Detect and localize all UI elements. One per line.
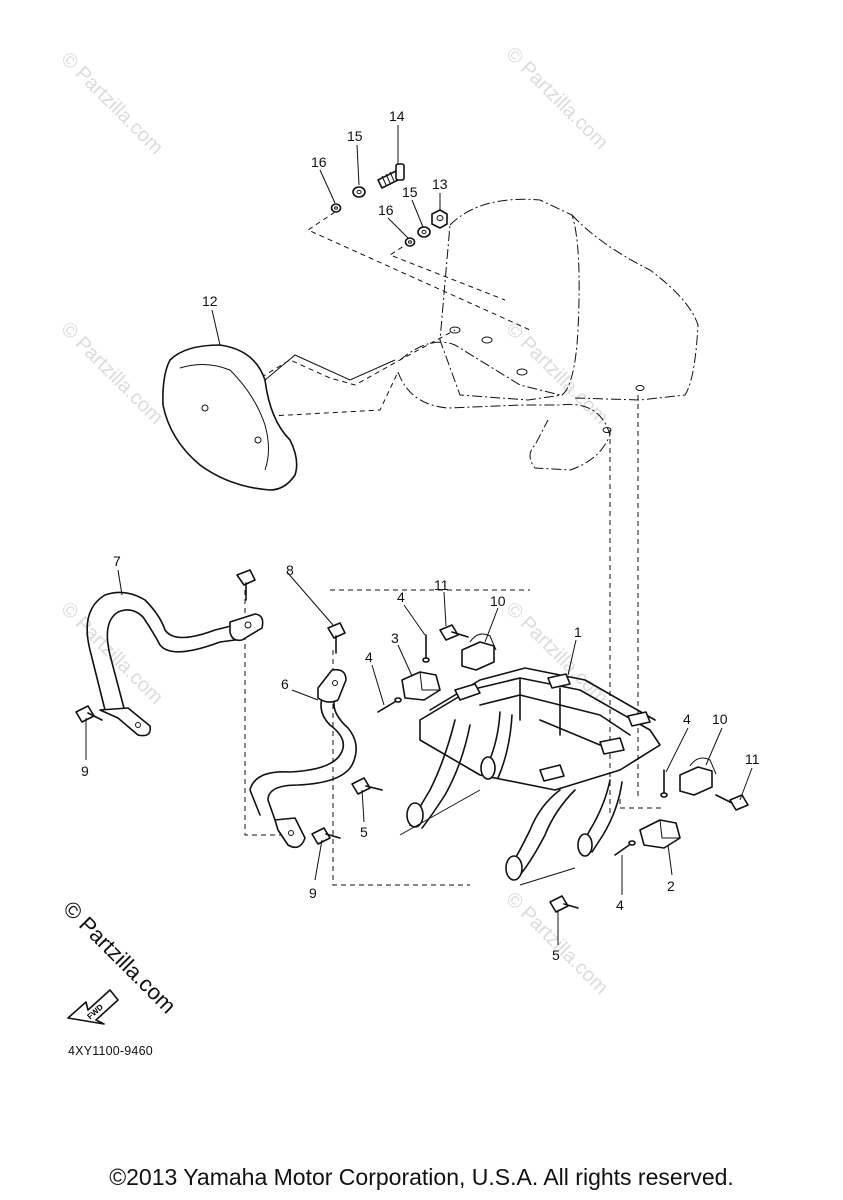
callout-5: 5 [552, 947, 560, 963]
watermark: © Partzilla.com [56, 318, 167, 429]
top-hardware [330, 163, 448, 247]
callout-14: 14 [389, 108, 405, 124]
rear-frame [399, 667, 661, 886]
watermark: © Partzilla.com [56, 48, 167, 159]
buffers [439, 624, 749, 811]
callout-11: 11 [434, 577, 449, 593]
callout-4: 4 [397, 589, 405, 605]
callout-16: 16 [311, 154, 327, 170]
copyright-notice: ©2013 Yamaha Motor Corporation, U.S.A. A… [109, 1164, 734, 1190]
callout-13: 13 [432, 176, 448, 192]
diagram-code: 4XY1100-9460 [68, 1044, 153, 1058]
callout-8: 8 [286, 562, 294, 578]
callout-12: 12 [202, 293, 218, 309]
watermark: © Partzilla.com [56, 598, 167, 709]
callout-3: 3 [391, 630, 399, 646]
callout-9: 9 [81, 763, 89, 779]
side-bar [249, 668, 357, 849]
callout-10: 10 [712, 711, 728, 727]
callout-15: 15 [347, 128, 363, 144]
watermark: © Partzilla.com [501, 318, 612, 429]
partzilla-logo-text: © Partzilla.com [58, 900, 181, 1018]
bolts-8 [236, 569, 346, 654]
callout-5: 5 [360, 824, 368, 840]
callout-10: 10 [490, 593, 506, 609]
callout-2: 2 [667, 878, 675, 894]
fwd-arrow: FWD [67, 989, 119, 1025]
rivets [377, 634, 668, 856]
watermark-layer: © Partzilla.com © Partzilla.com © Partzi… [56, 43, 612, 999]
callout-1: 1 [574, 624, 582, 640]
backrest [397, 198, 699, 471]
watermark: © Partzilla.com [501, 598, 612, 709]
callout-numbers: 14 15 16 13 15 16 12 7 8 11 10 4 3 4 1 6… [81, 108, 760, 963]
callout-4: 4 [616, 897, 624, 913]
bolts-5 [351, 777, 579, 913]
brackets [401, 671, 681, 849]
callout-7: 7 [113, 553, 121, 569]
callout-4: 4 [683, 711, 691, 727]
watermark: © Partzilla.com [501, 43, 612, 154]
callout-9: 9 [309, 885, 317, 901]
callout-11: 11 [745, 751, 760, 767]
callout-4: 4 [365, 649, 373, 665]
callout-leaders [85, 125, 753, 945]
leader-lines [197, 211, 665, 886]
passenger-seat [162, 344, 298, 491]
callout-16: 16 [378, 202, 394, 218]
callout-6: 6 [281, 676, 289, 692]
bolts-9 [75, 705, 341, 845]
grab-bar [86, 591, 264, 737]
callout-15: 15 [402, 184, 418, 200]
partzilla-logo: © Partzilla.com [50, 896, 220, 1050]
